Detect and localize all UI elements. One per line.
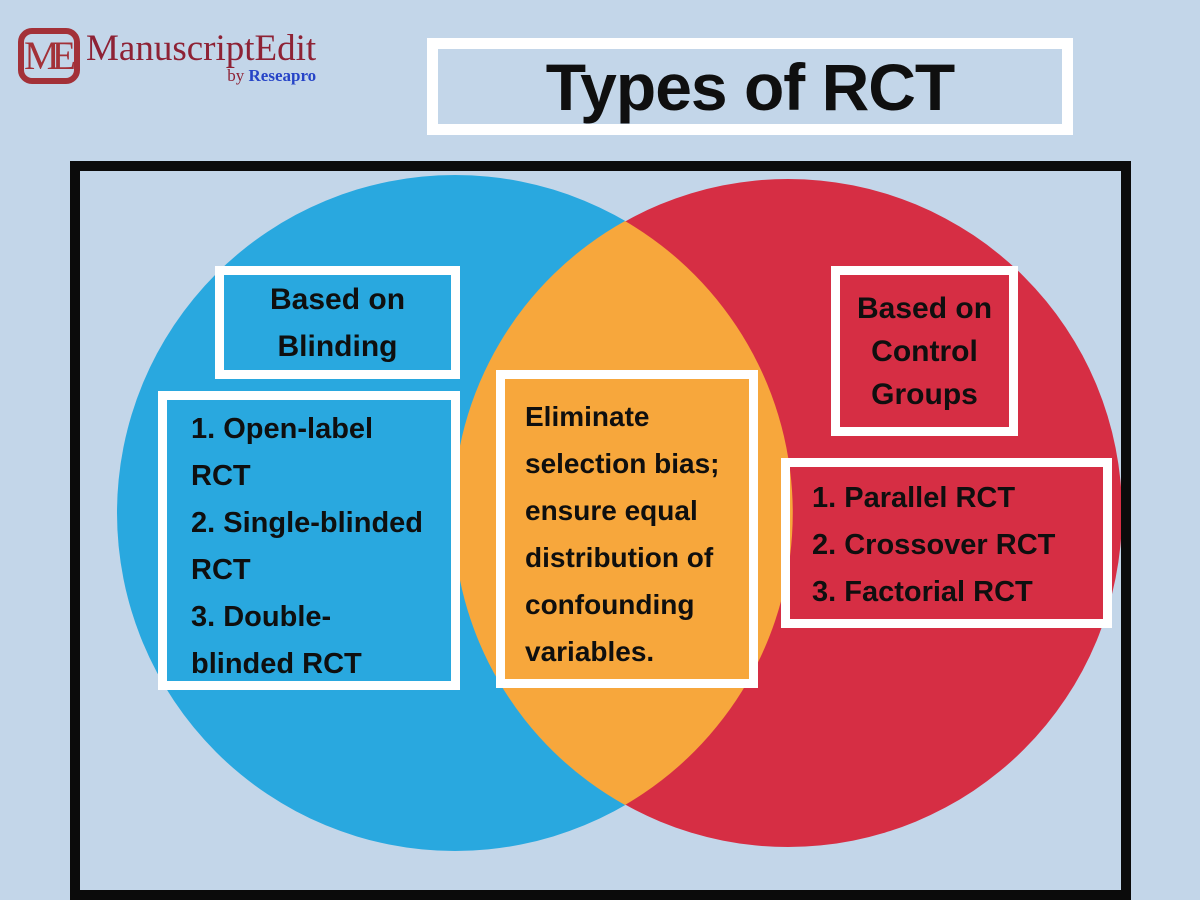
list-item: 3. Double-blinded RCT <box>191 601 362 680</box>
list-item: 2. Crossover RCT <box>812 529 1056 561</box>
control-label-box: Based on Control Groups <box>831 266 1018 436</box>
blinding-list-box: 1. Open-label RCT 2. Single-blinded RCT … <box>158 391 460 690</box>
list-item: 1. Open-label RCT <box>191 413 374 492</box>
list-item: 1. Parallel RCT <box>812 482 1016 514</box>
blinding-label-box: Based on Blinding <box>215 266 460 379</box>
control-list-box: 1. Parallel RCT 2. Crossover RCT 3. Fact… <box>781 458 1112 628</box>
blinding-label-line: Based on <box>269 282 406 316</box>
control-label-line: Control <box>871 334 978 368</box>
overlap-text: Eliminate selection bias; ensure equal d… <box>525 401 720 667</box>
byline-prefix: by <box>227 66 245 85</box>
overlap-text-box: Eliminate selection bias; ensure equal d… <box>496 370 758 688</box>
logo-monogram: ME <box>24 33 76 78</box>
logo-text: ManuscriptEdit by Reseapro <box>86 28 316 86</box>
brand-name: ManuscriptEdit <box>86 28 317 69</box>
manuscriptedit-logo: ME ManuscriptEdit by Reseapro <box>18 28 316 86</box>
overlap-lens <box>453 221 793 805</box>
brand-byline: by Reseapro <box>227 66 316 86</box>
control-label-line: Based on <box>856 291 993 325</box>
byline-brand: Reseapro <box>248 66 317 85</box>
control-label-line: Groups <box>871 377 978 411</box>
manuscriptedit-logo-icon: ME <box>18 28 80 84</box>
page-title: Types of RCT <box>545 49 955 124</box>
list-item: 2. Single-blinded RCT <box>191 507 424 586</box>
list-item: 3. Factorial RCT <box>812 576 1033 608</box>
title-box: Types of RCT <box>427 38 1073 135</box>
blinding-label-line: Blinding <box>277 329 398 363</box>
